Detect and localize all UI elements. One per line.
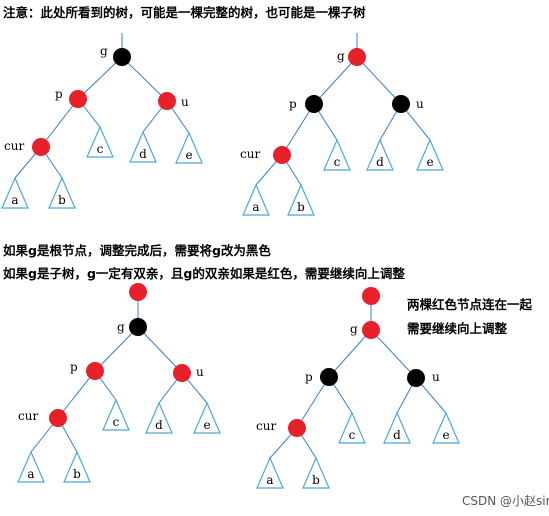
label-u-t2: u bbox=[416, 97, 424, 111]
subtree-d-t3 bbox=[145, 401, 173, 434]
edge-p-cur-t1 bbox=[40, 98, 79, 148]
label-u-t3: u bbox=[196, 365, 204, 379]
node-cur-t1 bbox=[32, 138, 50, 156]
two-red-note: 两棵红色节点连在一起 bbox=[407, 297, 533, 312]
subtree-d-t2 bbox=[366, 138, 394, 171]
subtree-a-t1 bbox=[1, 176, 29, 209]
subtree-label-a: a bbox=[252, 200, 259, 214]
node-p-t2 bbox=[305, 95, 323, 113]
subtree-label-c: c bbox=[113, 415, 120, 429]
subtree-label-e: e bbox=[426, 155, 433, 169]
edge-g-p-t4 bbox=[328, 329, 372, 378]
edge-g-u-t3 bbox=[137, 326, 183, 374]
subtree-case-text: 如果g是子树，g一定有双亲，且g的双亲如果是红色，需要继续向上调整 bbox=[3, 266, 405, 281]
edge-g-u-t1 bbox=[121, 56, 168, 102]
subtree-label-d: d bbox=[393, 428, 401, 442]
node-u-t4 bbox=[407, 369, 425, 387]
node-cur-t3 bbox=[49, 409, 67, 427]
subtree-a-t4 bbox=[256, 456, 284, 489]
edge-p-cur-t4 bbox=[296, 376, 330, 429]
subtree-label-d: d bbox=[139, 147, 147, 161]
subtree-b-t4 bbox=[302, 456, 330, 489]
label-cur-t3: cur bbox=[18, 409, 38, 423]
subtree-e-t2 bbox=[416, 138, 444, 171]
node-p-t3 bbox=[86, 362, 104, 380]
subtree-e-t1 bbox=[175, 131, 203, 164]
subtree-c-t1 bbox=[86, 125, 114, 158]
edge-g-p-t1 bbox=[77, 56, 123, 100]
node-g-t4 bbox=[362, 321, 380, 339]
subtree-label-e: e bbox=[442, 428, 449, 442]
node-cur-t4 bbox=[288, 419, 306, 437]
label-g-t1: g bbox=[100, 44, 108, 58]
label-u-t4: u bbox=[432, 370, 440, 384]
subtree-label-a: a bbox=[11, 193, 18, 207]
subtree-b-t2 bbox=[287, 183, 315, 216]
subtree-c-t4 bbox=[338, 411, 366, 444]
edge-g-p-t3 bbox=[94, 326, 139, 372]
subtree-label-a: a bbox=[27, 467, 34, 481]
subtree-label-c: c bbox=[334, 155, 341, 169]
subtree-label-a: a bbox=[266, 473, 273, 487]
edge-p-cur-t2 bbox=[281, 103, 315, 156]
node-g-t1 bbox=[113, 48, 131, 66]
label-g-t4: g bbox=[350, 322, 358, 336]
label-cur-t4: cur bbox=[256, 419, 276, 433]
subtree-a-t2 bbox=[242, 183, 270, 216]
subtree-label-b: b bbox=[297, 200, 305, 214]
subtree-label-c: c bbox=[97, 142, 104, 156]
edge-p-cur-t3 bbox=[57, 370, 96, 419]
node-g-t2 bbox=[348, 48, 366, 66]
subtree-b-t1 bbox=[48, 176, 76, 209]
subtree-c-t2 bbox=[323, 138, 351, 171]
label-u-t1: u bbox=[181, 95, 189, 109]
label-p-t4: p bbox=[305, 370, 313, 384]
node-u-t2 bbox=[392, 95, 410, 113]
label-p-t3: p bbox=[70, 360, 78, 374]
subtree-label-c: c bbox=[349, 428, 356, 442]
subtree-label-d: d bbox=[155, 418, 163, 432]
subtree-c-t3 bbox=[102, 398, 130, 431]
label-g-t2: g bbox=[337, 49, 345, 63]
subtree-e-t3 bbox=[193, 401, 221, 434]
subtree-a-t3 bbox=[17, 450, 45, 483]
continue-up-note: 需要继续向上调整 bbox=[407, 321, 508, 336]
subtree-e-t4 bbox=[432, 411, 460, 444]
watermark: CSDN @小赵sir bbox=[462, 494, 549, 508]
edge-g-u-t4 bbox=[370, 329, 417, 379]
node-g-parent-t3 bbox=[129, 283, 147, 301]
label-g-t3: g bbox=[117, 320, 125, 334]
node-p-t1 bbox=[69, 90, 87, 108]
node-p-t4 bbox=[320, 368, 338, 386]
subtree-label-e: e bbox=[203, 418, 210, 432]
node-g-parent-t4 bbox=[362, 287, 380, 305]
node-cur-t2 bbox=[273, 146, 291, 164]
subtree-label-e: e bbox=[185, 148, 192, 162]
subtree-label-d: d bbox=[376, 155, 384, 169]
node-u-t3 bbox=[173, 364, 191, 382]
edge-g-u-t2 bbox=[356, 56, 402, 105]
subtree-label-b: b bbox=[312, 473, 320, 487]
label-p-t1: p bbox=[55, 87, 63, 101]
subtree-b-t3 bbox=[63, 450, 91, 483]
subtree-label-b: b bbox=[58, 193, 66, 207]
subtree-d-t1 bbox=[129, 130, 157, 163]
node-u-t1 bbox=[158, 92, 176, 110]
note-text: 注意：此处所看到的树，可能是一棵完整的树，也可能是一棵子树 bbox=[3, 5, 366, 20]
edge-g-p-t2 bbox=[313, 56, 358, 105]
node-g-t3 bbox=[129, 318, 147, 336]
label-cur-t2: cur bbox=[240, 147, 260, 161]
label-cur-t1: cur bbox=[4, 139, 24, 153]
subtree-label-b: b bbox=[73, 467, 81, 481]
subtree-d-t4 bbox=[383, 411, 411, 444]
label-p-t2: p bbox=[289, 97, 297, 111]
root-case-text: 如果g是根节点，调整完成后，需要将g改为黑色 bbox=[3, 243, 271, 258]
